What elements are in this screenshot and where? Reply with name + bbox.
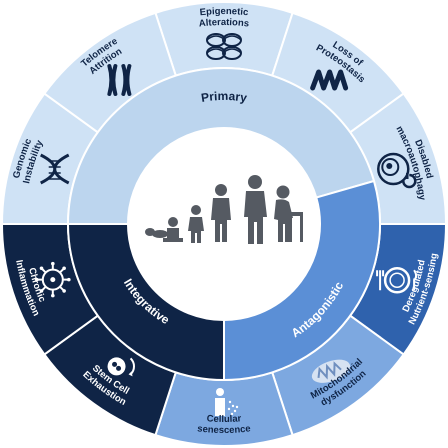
virus-icon <box>35 261 71 298</box>
group-label-primary: Primary <box>200 89 248 105</box>
hallmark-label: senescence <box>197 423 252 436</box>
human-aging-figures-icon <box>145 175 303 244</box>
autophagy-cell-icon <box>377 152 417 189</box>
plate-cutlery-icon <box>376 266 418 294</box>
hallmark-label: Alterations <box>198 17 249 30</box>
hallmark-icons <box>35 33 418 416</box>
chromatin-icon <box>206 33 242 60</box>
dna-helix-icon <box>40 153 70 185</box>
protein-fold-icon <box>310 69 349 91</box>
stem-cell-icon <box>107 357 135 377</box>
mitochondrion-icon <box>311 359 351 383</box>
hallmark-label: Epigenetic <box>199 6 249 18</box>
hallmark-label: Cellular <box>206 413 242 425</box>
chromosome-icon <box>107 63 132 96</box>
senescent-cell-icon <box>215 388 239 416</box>
